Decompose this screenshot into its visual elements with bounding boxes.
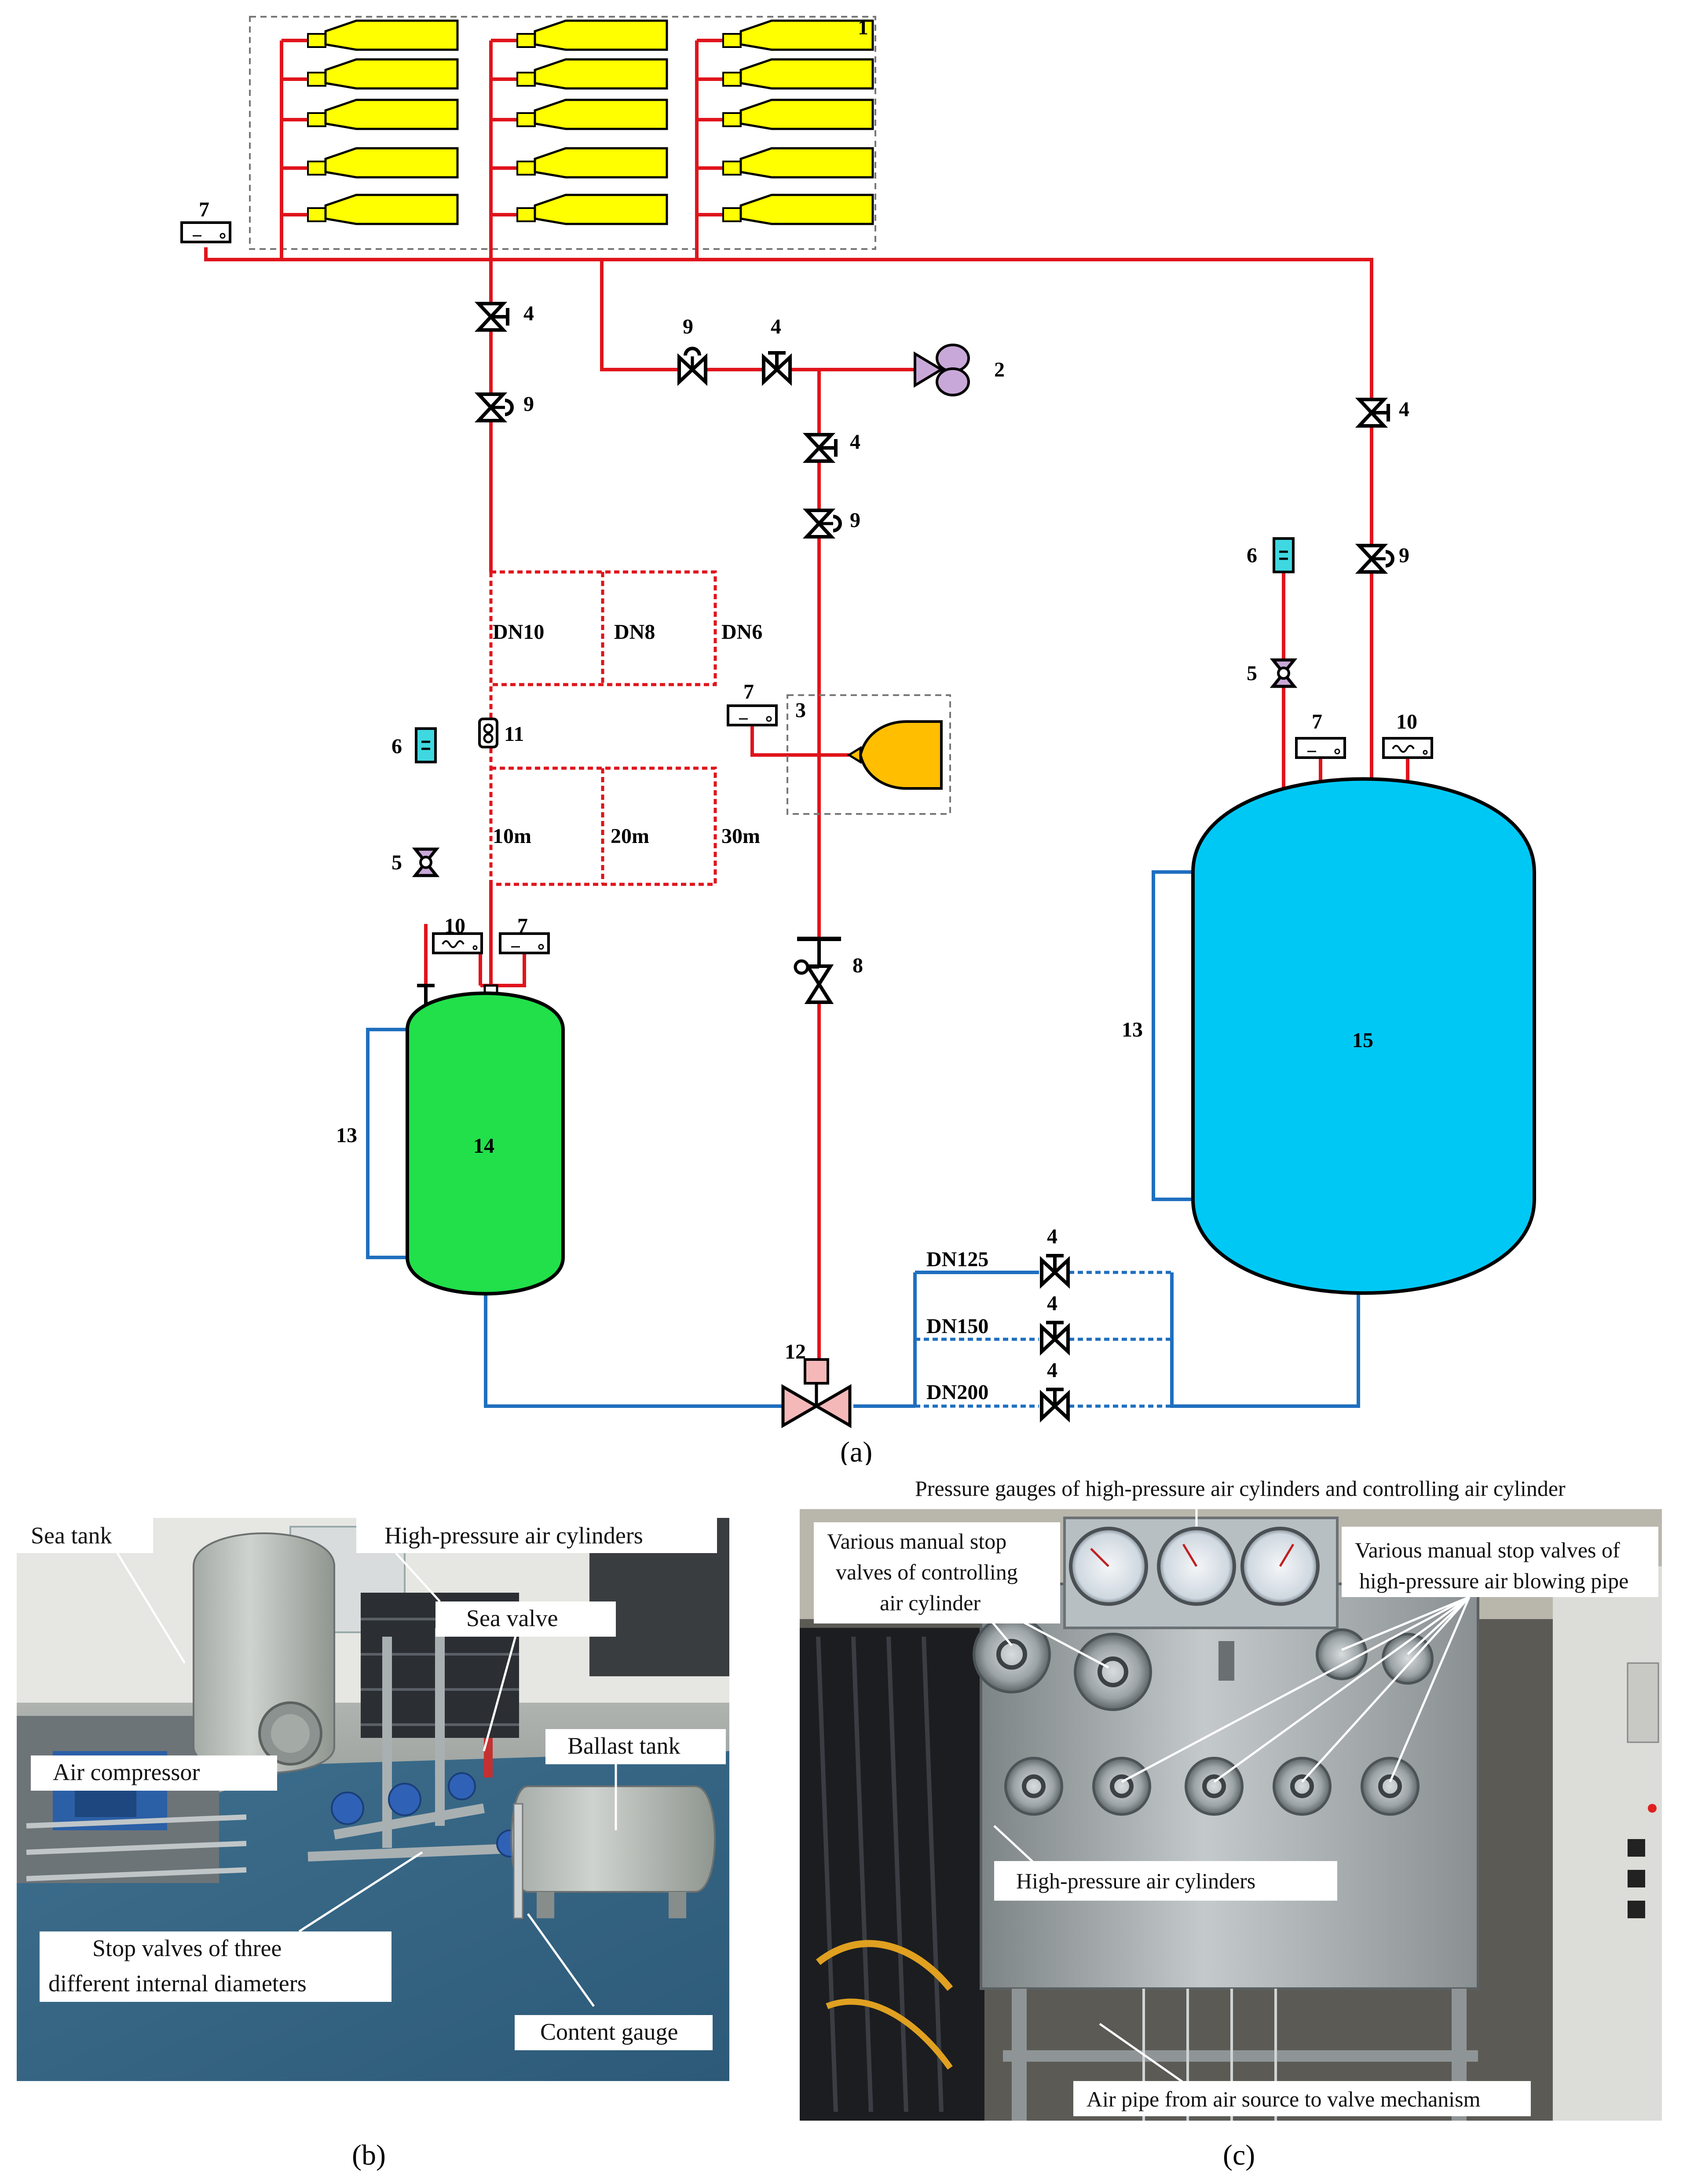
label-13: 13 xyxy=(1122,1018,1143,1041)
stop-valve-icon xyxy=(1042,1323,1068,1352)
stop-valve-icon xyxy=(1042,1389,1068,1418)
label-11: 11 xyxy=(504,722,524,746)
pipe-label-10m: 10m xyxy=(493,824,531,848)
caption-c: (c) xyxy=(1223,2139,1255,2171)
photo-b-label-stop-valves-2: different internal diameters xyxy=(48,1970,307,1997)
dashed-water-pipes xyxy=(915,1271,1172,1408)
stop-valve-icon xyxy=(1359,399,1388,426)
photo-c-label-manual-hp-2: high-pressure air blowing pipe xyxy=(1359,1568,1628,1593)
control-cylinder-box xyxy=(787,694,951,815)
pipe-label-20m: 20m xyxy=(611,824,649,848)
pipe-label-dn10: DN10 xyxy=(493,620,544,644)
pressure-reducing-valve-icon xyxy=(479,394,512,421)
pressure-reducing-valve-icon xyxy=(679,348,706,382)
control-valve-8-icon xyxy=(794,937,841,1004)
label-4: 4 xyxy=(1047,1359,1057,1382)
photo-b-label-stop-valves-1: Stop valves of three xyxy=(92,1935,282,1961)
label-7: 7 xyxy=(517,914,528,938)
pipe-label-dn125: DN125 xyxy=(926,1248,988,1271)
photo-panel-b: Sea tank High-pressure air cylinders Sea… xyxy=(17,1518,729,2171)
pressure-gauge-icon xyxy=(728,706,776,725)
air-cylinder-bank xyxy=(308,21,873,224)
flowmeter-11-icon xyxy=(478,718,498,748)
label-2: 2 xyxy=(994,358,1005,381)
pressure-reducing-valve-icon xyxy=(807,510,840,537)
pressure-reducing-valve-icon xyxy=(1359,546,1393,572)
photo-c-label-manual-ctrl-3: air cylinder xyxy=(880,1590,981,1615)
label-1: 1 xyxy=(858,16,868,39)
pipe-label-dn8: DN8 xyxy=(614,620,655,644)
photo-c-label-air-pipe: Air pipe from air source to valve mechan… xyxy=(1087,2087,1481,2111)
photo-c-label-manual-ctrl-2: valves of controlling xyxy=(836,1560,1018,1584)
photo-c-label-manual-ctrl-1: Various manual stop xyxy=(827,1529,1006,1554)
label-14: 14 xyxy=(473,1134,494,1158)
vent-cap xyxy=(417,794,1292,1012)
photo-b-label-sea-valve: Sea valve xyxy=(466,1605,558,1631)
caption-b: (b) xyxy=(352,2139,386,2171)
label-4: 4 xyxy=(1399,398,1409,421)
label-9: 9 xyxy=(1399,544,1409,567)
label-4: 4 xyxy=(1047,1225,1057,1248)
level-gauge-icon xyxy=(416,729,435,762)
label-4: 4 xyxy=(1047,1292,1057,1315)
label-9: 9 xyxy=(523,392,534,416)
stop-valve-icon xyxy=(807,435,836,461)
control-air-cylinder-3-icon xyxy=(847,720,943,790)
level-gauge-icon xyxy=(1274,539,1293,572)
schematic-panel-a: 1 7 4 9 9 4 2 4 9 4 9 6 5 7 10 7 3 11 6 … xyxy=(182,16,1536,1468)
photo-b-label-sea-tank: Sea tank xyxy=(31,1522,112,1549)
label-15: 15 xyxy=(1352,1029,1373,1052)
photo-b-label-ballast-tank: Ballast tank xyxy=(567,1733,680,1759)
label-10: 10 xyxy=(1396,710,1417,733)
label-8: 8 xyxy=(852,954,863,977)
photo-b-label-hp-cylinders: High-pressure air cylinders xyxy=(384,1522,643,1549)
sea-tank-15 xyxy=(1191,777,1536,1295)
pipe-label-30m: 30m xyxy=(721,824,760,848)
photo-panel-c: Pressure gauges of high-pressure air cyl… xyxy=(800,1465,1662,2171)
water-pipes xyxy=(366,870,1360,1408)
air-compressor-2-icon xyxy=(914,344,970,396)
label-9: 9 xyxy=(850,509,860,532)
caption-a: (a) xyxy=(840,1436,872,1468)
pressure-gauge-icon xyxy=(182,223,230,242)
photo-b-label-content-gauge: Content gauge xyxy=(540,2019,678,2045)
temperature-gauge-icon xyxy=(1383,738,1432,758)
label-3: 3 xyxy=(795,699,806,722)
pipe-label-dn150: DN150 xyxy=(926,1315,988,1338)
pipe-label-dn200: DN200 xyxy=(926,1381,988,1404)
label-6: 6 xyxy=(391,735,402,758)
photo-b-label-air-compressor: Air compressor xyxy=(53,1759,200,1785)
pipe-label-dn6: DN6 xyxy=(721,620,762,644)
label-6: 6 xyxy=(1247,544,1257,567)
photo-c-label-gauges: Pressure gauges of high-pressure air cyl… xyxy=(915,1476,1566,1501)
sea-valve-12-icon xyxy=(781,1358,852,1429)
label-4: 4 xyxy=(850,430,860,454)
ballast-tank-14 xyxy=(406,991,565,1296)
label-5: 5 xyxy=(391,851,402,874)
stop-valve-icon xyxy=(764,353,790,382)
safety-valve-icon xyxy=(415,849,436,876)
label-7: 7 xyxy=(1312,710,1322,733)
label-9: 9 xyxy=(683,315,693,338)
safety-valve-icon xyxy=(1273,660,1294,686)
pressure-gauge-icon xyxy=(1296,738,1345,758)
photo-c-label-hp-cylinders: High-pressure air cylinders xyxy=(1016,1869,1255,1893)
photo-c-label-manual-hp-1: Various manual stop valves of xyxy=(1355,1538,1620,1562)
stop-valve-icon xyxy=(479,304,508,330)
label-5: 5 xyxy=(1247,662,1257,685)
label-4: 4 xyxy=(771,315,781,338)
cylinder-group-box xyxy=(249,16,876,250)
label-7: 7 xyxy=(199,198,209,221)
stop-valve-icon xyxy=(1042,1256,1068,1285)
label-12: 12 xyxy=(785,1340,806,1363)
label-4: 4 xyxy=(523,302,534,325)
label-7: 7 xyxy=(743,680,754,704)
label-13: 13 xyxy=(336,1124,357,1147)
label-10: 10 xyxy=(444,914,465,938)
